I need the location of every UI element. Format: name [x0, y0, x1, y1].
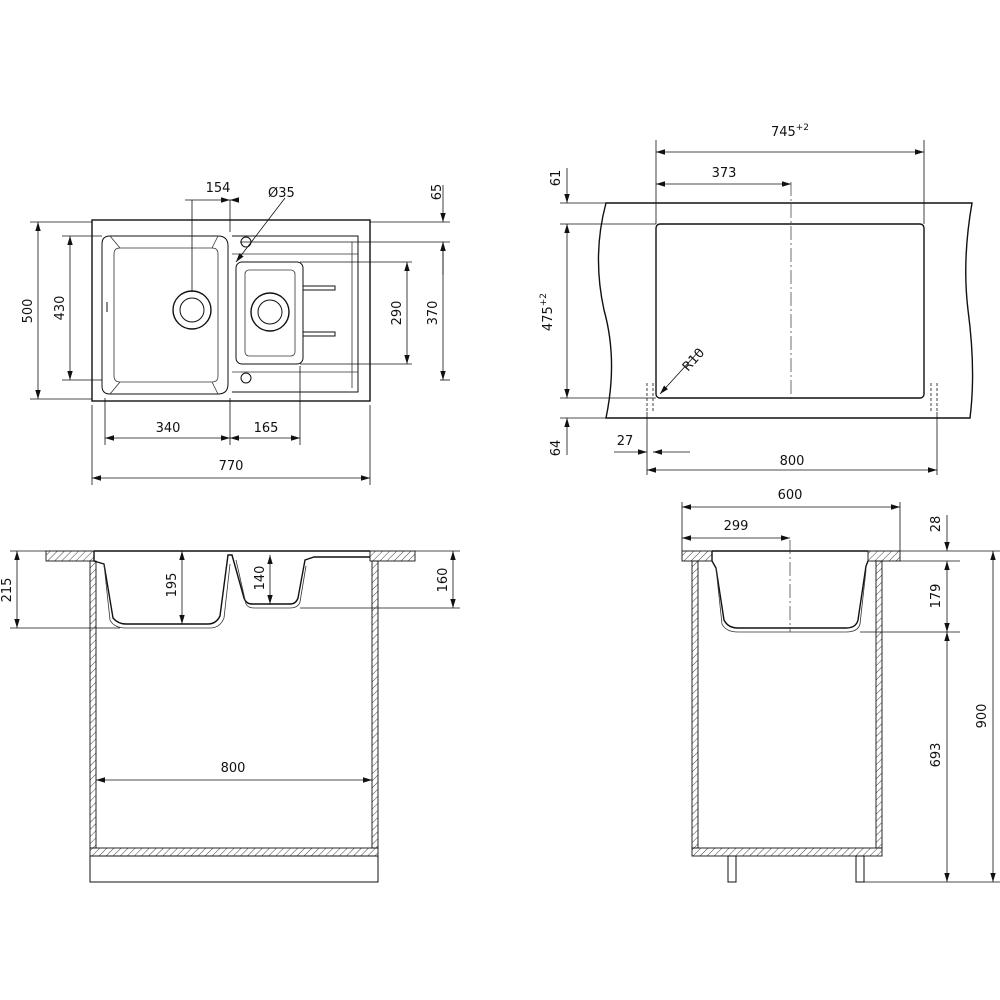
- side-cabinet-right-wall: [875, 560, 883, 849]
- cabinet-right-wall: [371, 560, 379, 849]
- dim-800-front: 800: [221, 761, 246, 776]
- dim-215: 215: [0, 578, 15, 603]
- dim-140: 140: [253, 566, 268, 591]
- side-countertop-right: [867, 550, 901, 562]
- dim-370: 370: [426, 301, 441, 326]
- dim-475: 475+2: [539, 293, 556, 331]
- sink-outline: [91, 219, 371, 402]
- cabinet-left-wall: [89, 560, 97, 849]
- side-leg-right: [855, 855, 865, 883]
- dim-64: 64: [549, 440, 564, 457]
- dim-154: 154: [206, 181, 231, 196]
- dim-770: 770: [219, 459, 244, 474]
- dim-600: 600: [778, 488, 803, 503]
- dim-179: 179: [929, 584, 944, 609]
- side-cabinet-left-wall: [691, 560, 699, 849]
- dim-61: 61: [549, 170, 564, 187]
- dim-299: 299: [724, 519, 749, 534]
- countertop-left: [45, 550, 95, 562]
- dim-r10: R10: [680, 346, 708, 375]
- dim-160: 160: [436, 568, 451, 593]
- big-bowl-outer: [101, 235, 229, 395]
- dim-340: 340: [156, 421, 181, 436]
- small-bowl-inner: [244, 269, 296, 357]
- side-cabinet-base: [691, 847, 883, 857]
- overflow-hole-icon: [240, 372, 252, 384]
- front-section: 215 195 140 160 800: [0, 550, 460, 883]
- drainer-rib-1: [303, 285, 336, 291]
- side-countertop-left: [681, 550, 713, 562]
- cabinet-base: [89, 847, 379, 857]
- side-section: 600 299 28 179 693 900: [681, 488, 1000, 883]
- dim-165: 165: [254, 421, 279, 436]
- dim-195: 195: [165, 573, 180, 598]
- dim-800-cutout: 800: [780, 454, 805, 469]
- small-drain-inner: [257, 299, 283, 325]
- big-drain-inner: [179, 297, 205, 323]
- dim-65: 65: [430, 184, 445, 201]
- top-view: 770 340 165 154 Ø35 65 500 430 290 370: [21, 181, 450, 485]
- dim-693: 693: [929, 743, 944, 768]
- sink-body-front: [93, 550, 370, 625]
- cabinet-plinth: [89, 855, 379, 883]
- dim-27: 27: [617, 434, 634, 449]
- dim-373: 373: [712, 166, 737, 181]
- countertop-right: [369, 550, 416, 562]
- big-drain-outer: [172, 290, 212, 330]
- dim-745: 745+2: [771, 123, 809, 140]
- side-leg-left: [727, 855, 737, 883]
- cutout-rect: [655, 223, 925, 399]
- dim-290: 290: [390, 301, 405, 326]
- small-drain-outer: [250, 292, 290, 332]
- dim-28: 28: [929, 516, 944, 533]
- dim-500: 500: [21, 299, 36, 324]
- countertop-outline: [597, 202, 974, 419]
- dim-tap-hole: Ø35: [268, 186, 295, 201]
- dim-430: 430: [53, 296, 68, 321]
- cutout-view: 745+2 373 61 475+2 R10 64 27 800: [539, 123, 974, 475]
- drainer-area: [232, 235, 359, 393]
- dim-900: 900: [975, 704, 990, 729]
- small-bowl-outer: [235, 261, 304, 365]
- drainer-rib-2: [303, 331, 336, 337]
